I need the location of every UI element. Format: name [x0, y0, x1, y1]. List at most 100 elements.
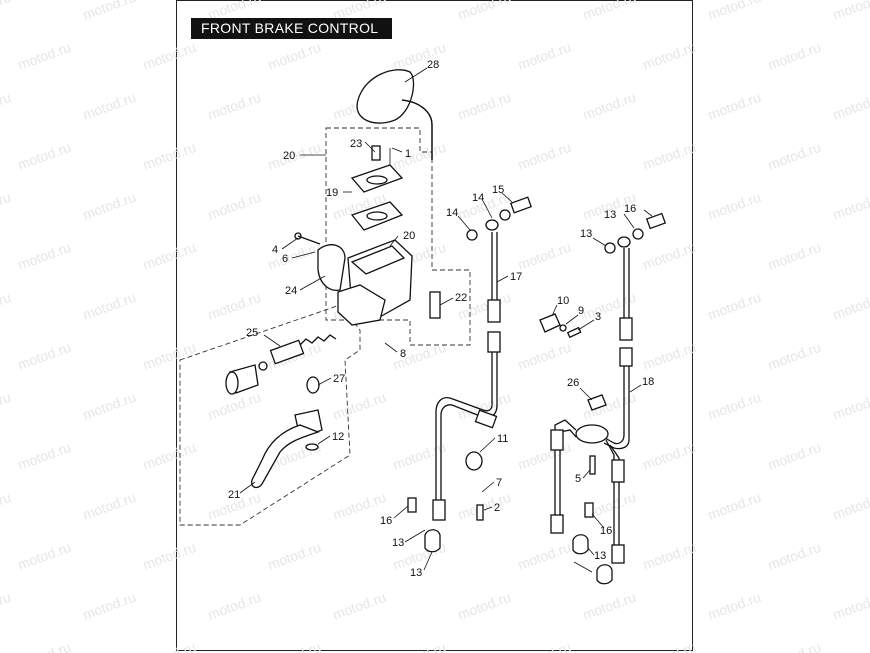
watermark-text: motod.ru: [141, 439, 198, 473]
reservoir-outline: [325, 127, 471, 346]
watermark-text: motod.ru: [641, 639, 698, 653]
watermark-text: motod.ru: [16, 339, 73, 373]
callout-13-left-lower: 13: [410, 567, 422, 579]
callout-27: 27: [333, 373, 345, 385]
watermark-text: motod.ru: [831, 289, 870, 323]
watermark-text: motod.ru: [516, 539, 573, 573]
callout-15: 15: [492, 184, 504, 196]
watermark-text: motod.ru: [581, 0, 638, 23]
watermark-text: motod.ru: [766, 339, 823, 373]
callout-3: 3: [595, 311, 601, 323]
watermark-text: motod.ru: [516, 139, 573, 173]
watermark-text: motod.ru: [831, 189, 870, 223]
watermark-text: motod.ru: [16, 439, 73, 473]
watermark-text: motod.ru: [766, 139, 823, 173]
watermark-text: motod.ru: [16, 39, 73, 73]
callout-17: 17: [510, 271, 522, 283]
callout-21: 21: [228, 489, 240, 501]
watermark-text: motod.ru: [0, 0, 13, 23]
watermark-text: motod.ru: [266, 39, 323, 73]
watermark-text: motod.ru: [516, 39, 573, 73]
watermark-text: motod.ru: [0, 189, 13, 223]
watermark-text: motod.ru: [766, 39, 823, 73]
watermark-text: motod.ru: [81, 0, 138, 23]
brake-line-18: [550, 212, 667, 585]
watermark-text: motod.ru: [641, 539, 698, 573]
watermark-text: motod.ru: [206, 89, 263, 123]
watermark-text: motod.ru: [206, 589, 263, 623]
diagram-title: FRONT BRAKE CONTROL: [191, 18, 392, 39]
callout-20-body: 20: [403, 230, 415, 242]
watermark-text: motod.ru: [766, 539, 823, 573]
watermark-text: motod.ru: [706, 389, 763, 423]
watermark-text: motod.ru: [706, 89, 763, 123]
watermark-text: motod.ru: [391, 439, 448, 473]
watermark-text: motod.ru: [16, 539, 73, 573]
watermark-text: motod.ru: [81, 589, 138, 623]
leader-lines: [239, 67, 653, 573]
callout-13-left-upper: 13: [392, 537, 404, 549]
watermark-text: motod.ru: [516, 339, 573, 373]
watermark-text: motod.ru: [456, 89, 513, 123]
watermark-text: motod.ru: [706, 189, 763, 223]
watermark-text: motod.ru: [266, 539, 323, 573]
master-cylinder: [337, 239, 441, 326]
watermark-text: motod.ru: [81, 389, 138, 423]
callout-18: 18: [642, 376, 654, 388]
callout-6: 6: [282, 253, 288, 265]
watermark-text: motod.ru: [141, 139, 198, 173]
callout-20: 20: [283, 150, 295, 162]
watermark-text: motod.ru: [456, 0, 513, 23]
watermark-text: motod.ru: [391, 39, 448, 73]
callout-2: 2: [494, 502, 500, 514]
watermark-text: motod.ru: [766, 639, 823, 653]
watermark-text: motod.ru: [331, 389, 388, 423]
mirror: [356, 69, 433, 160]
callout-16-right-bottom: 16: [600, 525, 612, 537]
watermark-text: motod.ru: [831, 0, 870, 23]
watermark-text: motod.ru: [141, 539, 198, 573]
watermark-text: motod.ru: [81, 289, 138, 323]
callout-24: 24: [285, 285, 297, 297]
reservoir-cover: [350, 145, 404, 231]
brake-switch: [539, 313, 582, 339]
watermark-text: motod.ru: [641, 239, 698, 273]
callout-19: 19: [326, 187, 338, 199]
callout-16-right-top: 16: [624, 203, 636, 215]
watermark-text: motod.ru: [641, 39, 698, 73]
watermark-text: motod.ru: [141, 639, 198, 653]
watermark-text: motod.ru: [641, 439, 698, 473]
callout-4: 4: [272, 244, 278, 256]
callout-labels: 28 20 23 1 19 20 4 6 24 22 25 8 27 12 21…: [228, 59, 654, 579]
watermark-text: motod.ru: [831, 89, 870, 123]
watermark-text: motod.ru: [581, 89, 638, 123]
watermark-text: motod.ru: [81, 89, 138, 123]
piston-assembly: [225, 334, 337, 395]
callout-13-right-top: 13: [580, 228, 592, 240]
watermark-text: motod.ru: [831, 589, 870, 623]
watermark-text: motod.ru: [391, 139, 448, 173]
watermark-text: motod.ru: [391, 639, 448, 653]
callout-10: 10: [557, 295, 569, 307]
watermark-text: motod.ru: [206, 289, 263, 323]
callout-25: 25: [246, 327, 258, 339]
callout-1: 1: [405, 148, 411, 160]
callout-16-left: 16: [380, 515, 392, 527]
watermark-text: motod.ru: [456, 589, 513, 623]
watermark-text: motod.ru: [516, 439, 573, 473]
watermark-text: motod.ru: [141, 39, 198, 73]
callout-14-right: 14: [472, 192, 484, 204]
watermark-text: motod.ru: [266, 639, 323, 653]
watermark-text: motod.ru: [831, 489, 870, 523]
watermark-text: motod.ru: [81, 489, 138, 523]
callout-9: 9: [578, 305, 584, 317]
handlebar-clamp: [294, 232, 346, 291]
callout-12: 12: [332, 431, 344, 443]
callout-26: 26: [567, 377, 579, 389]
watermark-text: motod.ru: [706, 289, 763, 323]
callout-7: 7: [496, 477, 502, 489]
watermark-text: motod.ru: [16, 239, 73, 273]
brake-lever: [251, 376, 323, 489]
